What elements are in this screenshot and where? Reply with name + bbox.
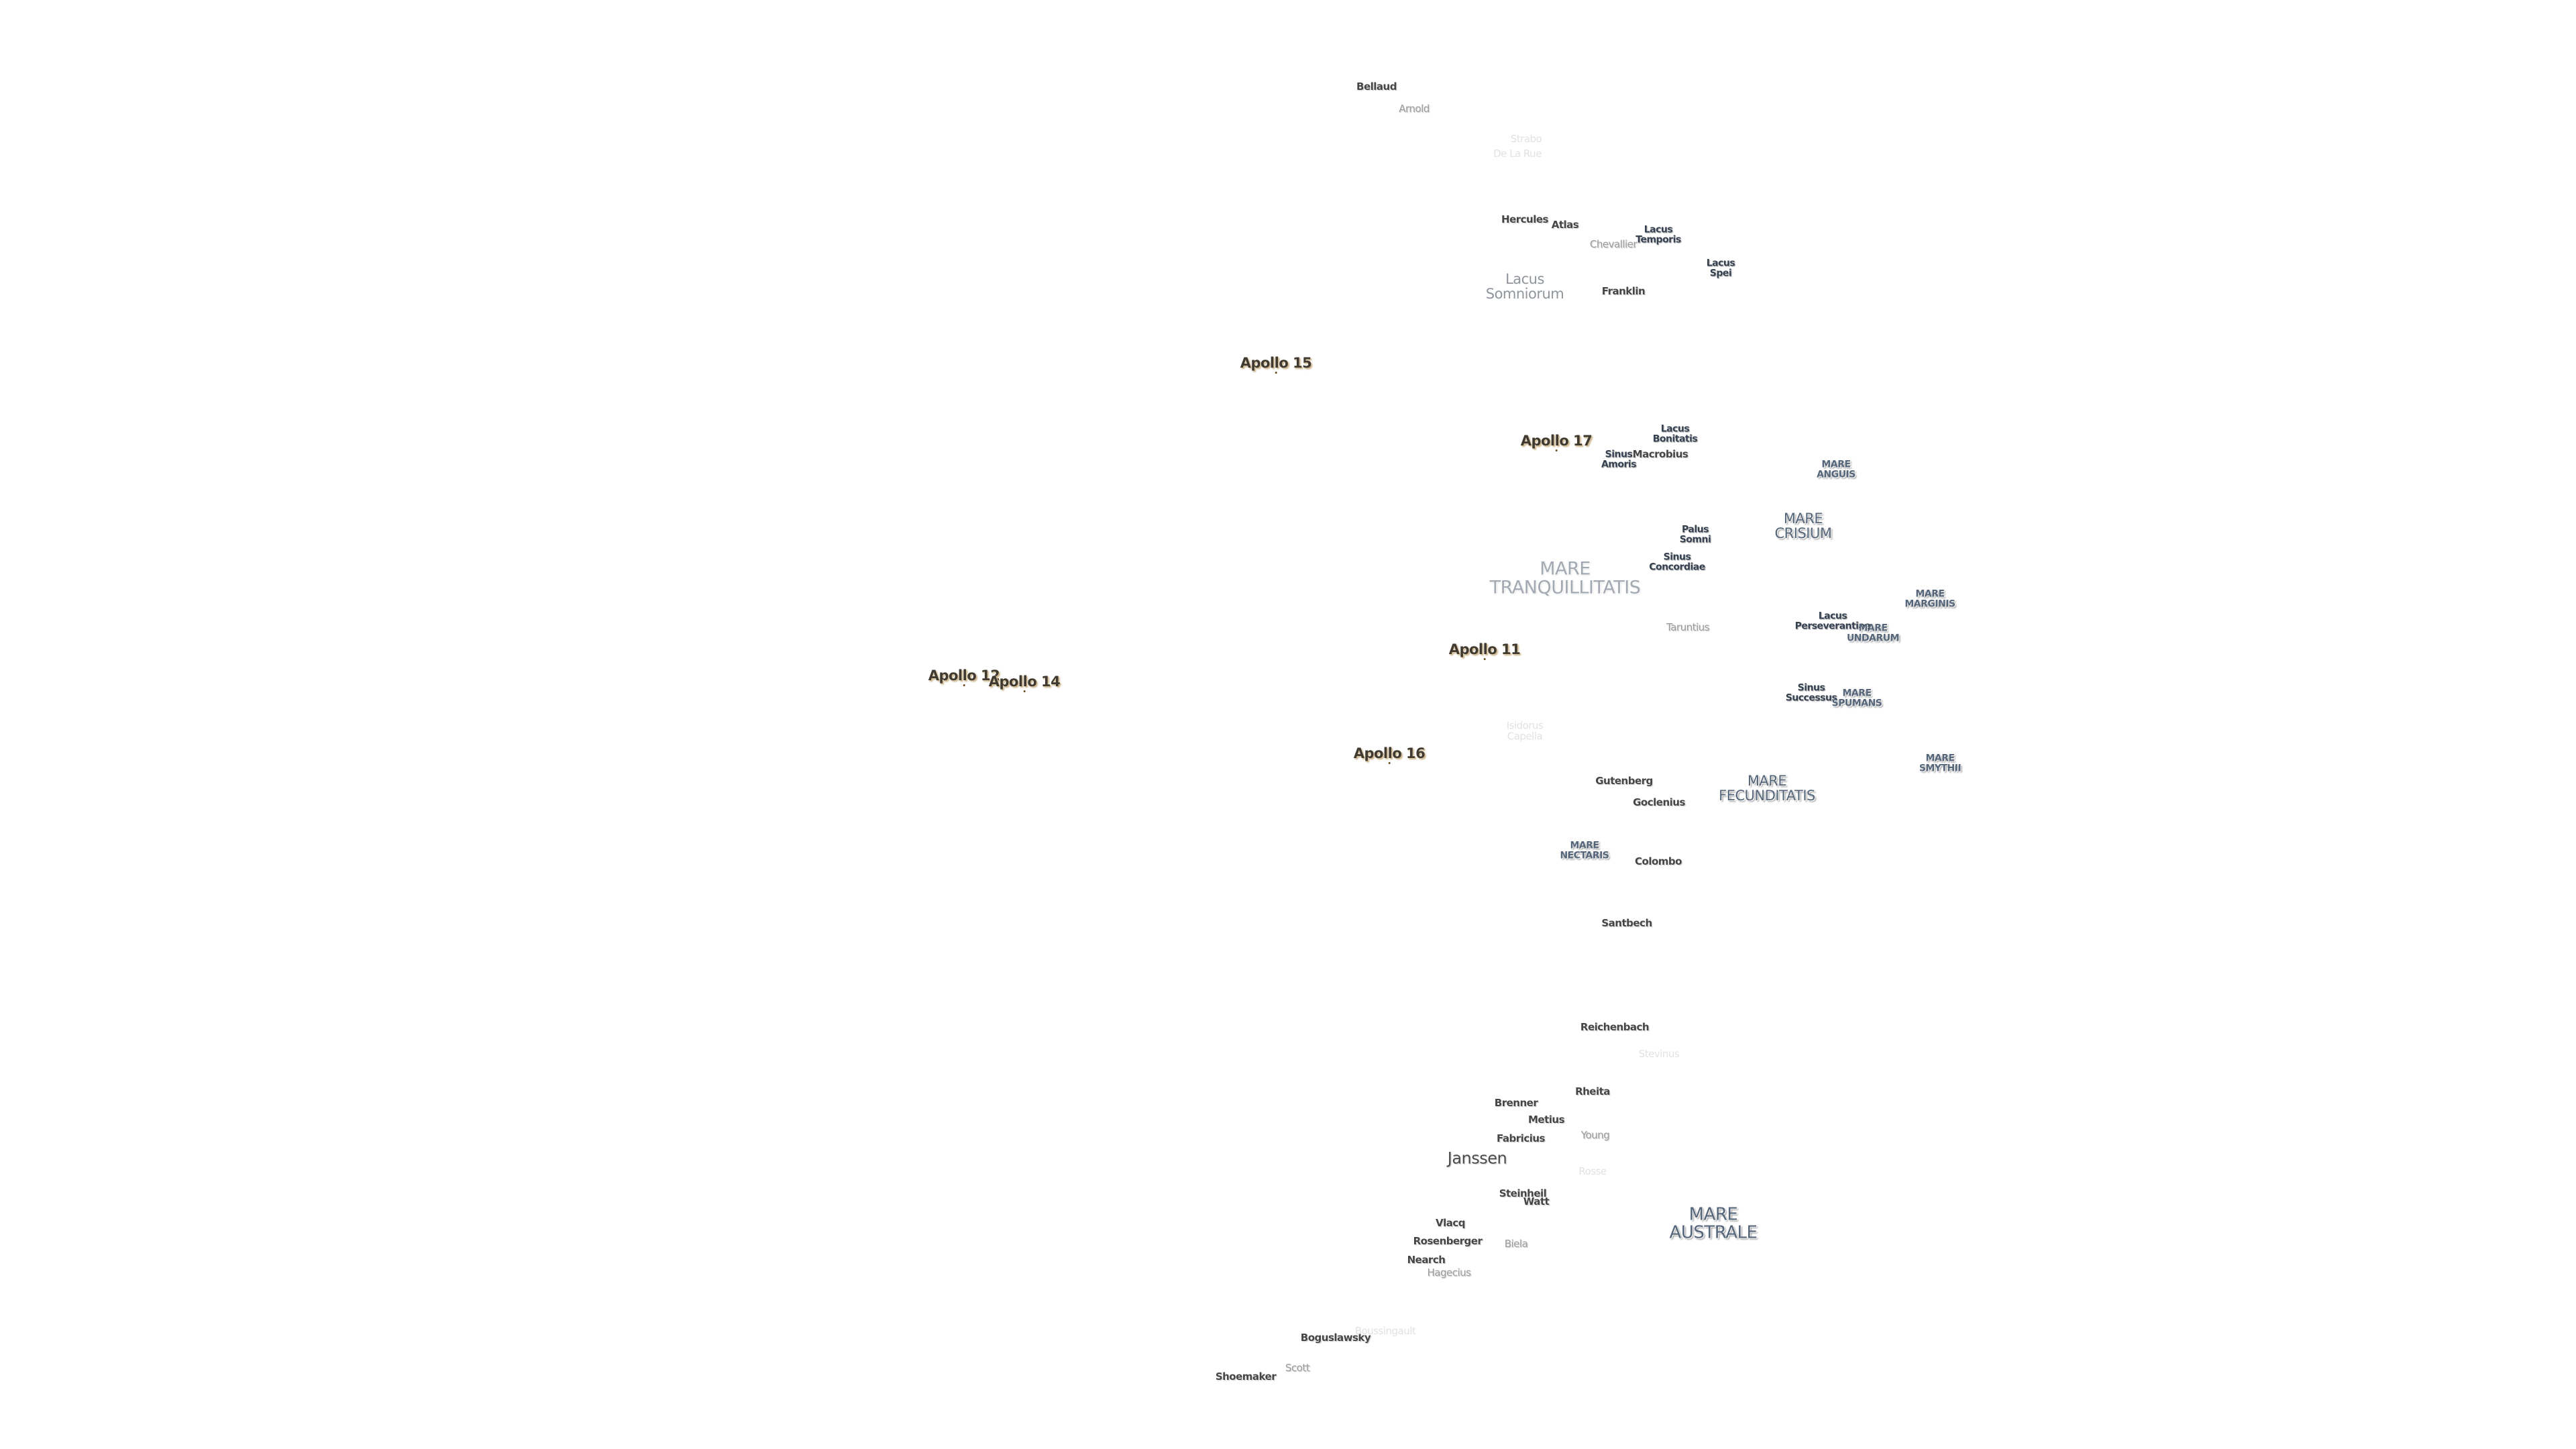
map-label-janssen: Janssen bbox=[1447, 1148, 1507, 1168]
map-label-bellaud: Bellaud bbox=[1356, 80, 1397, 93]
map-label-reichenbach: Reichenbach bbox=[1580, 1021, 1650, 1034]
map-label-goclenius: Goclenius bbox=[1633, 796, 1685, 809]
landing-pin-icon bbox=[1555, 449, 1558, 452]
landing-site-apollo-17: Apollo 17 bbox=[1521, 433, 1593, 452]
map-label-shoemaker: Shoemaker bbox=[1215, 1371, 1277, 1383]
map-label-scott: Scott bbox=[1285, 1362, 1310, 1375]
map-label-macrobius: Macrobius bbox=[1632, 448, 1688, 461]
landing-site-apollo-11: Apollo 11 bbox=[1449, 642, 1521, 661]
map-label-boguslawsky: Boguslawsky bbox=[1300, 1332, 1371, 1344]
landing-pin-icon bbox=[1483, 658, 1486, 661]
map-label-young: Young bbox=[1580, 1129, 1610, 1142]
landing-pin-icon bbox=[1275, 372, 1277, 374]
landing-site-apollo-15: Apollo 15 bbox=[1240, 356, 1312, 374]
map-label-metius: Metius bbox=[1527, 1114, 1565, 1126]
map-label-strabo: Strabo bbox=[1510, 133, 1542, 146]
map-label-rheita: Rheita bbox=[1575, 1085, 1610, 1098]
map-label-nearch: Nearch bbox=[1407, 1254, 1446, 1267]
map-label-atlas: Atlas bbox=[1551, 219, 1579, 231]
map-label-steinheil: Steinheil bbox=[1499, 1187, 1547, 1200]
map-label-rosenberger: Rosenberger bbox=[1413, 1235, 1483, 1248]
map-label-chevallier: Chevallier bbox=[1589, 238, 1638, 251]
map-label-fabricius: Fabricius bbox=[1497, 1132, 1545, 1145]
map-label-hercules: Hercules bbox=[1501, 213, 1548, 226]
landing-site-apollo-16: Apollo 16 bbox=[1354, 746, 1426, 765]
landing-pin-icon bbox=[963, 684, 965, 687]
map-label-taruntius: Taruntius bbox=[1666, 621, 1709, 634]
map-label-boussingault: Boussingault bbox=[1354, 1325, 1416, 1338]
landing-pin-icon bbox=[1023, 690, 1026, 693]
map-label-watt: Watt bbox=[1523, 1195, 1550, 1208]
map-label-rosse: Rosse bbox=[1578, 1165, 1607, 1178]
map-label-arnold: Arnold bbox=[1399, 103, 1430, 115]
map-label-biela: Biela bbox=[1504, 1238, 1528, 1250]
map-label-colombo: Colombo bbox=[1635, 855, 1682, 868]
map-label-vlacq: Vlacq bbox=[1435, 1217, 1466, 1230]
map-label-gutenberg: Gutenberg bbox=[1595, 775, 1653, 788]
landing-site-apollo-14: Apollo 14 bbox=[989, 674, 1061, 693]
map-label-stevinus: Stevinus bbox=[1638, 1048, 1680, 1061]
map-label-santbech: Santbech bbox=[1601, 917, 1652, 930]
map-label-franklin: Franklin bbox=[1601, 285, 1646, 298]
map-label-hagecius: Hagecius bbox=[1427, 1267, 1471, 1279]
map-label-brenner: Brenner bbox=[1494, 1097, 1538, 1110]
landing-pin-icon bbox=[1388, 762, 1391, 765]
landing-site-apollo-12: Apollo 12 bbox=[928, 668, 1000, 687]
map-label-de-la-rue: De La Rue bbox=[1493, 148, 1542, 160]
